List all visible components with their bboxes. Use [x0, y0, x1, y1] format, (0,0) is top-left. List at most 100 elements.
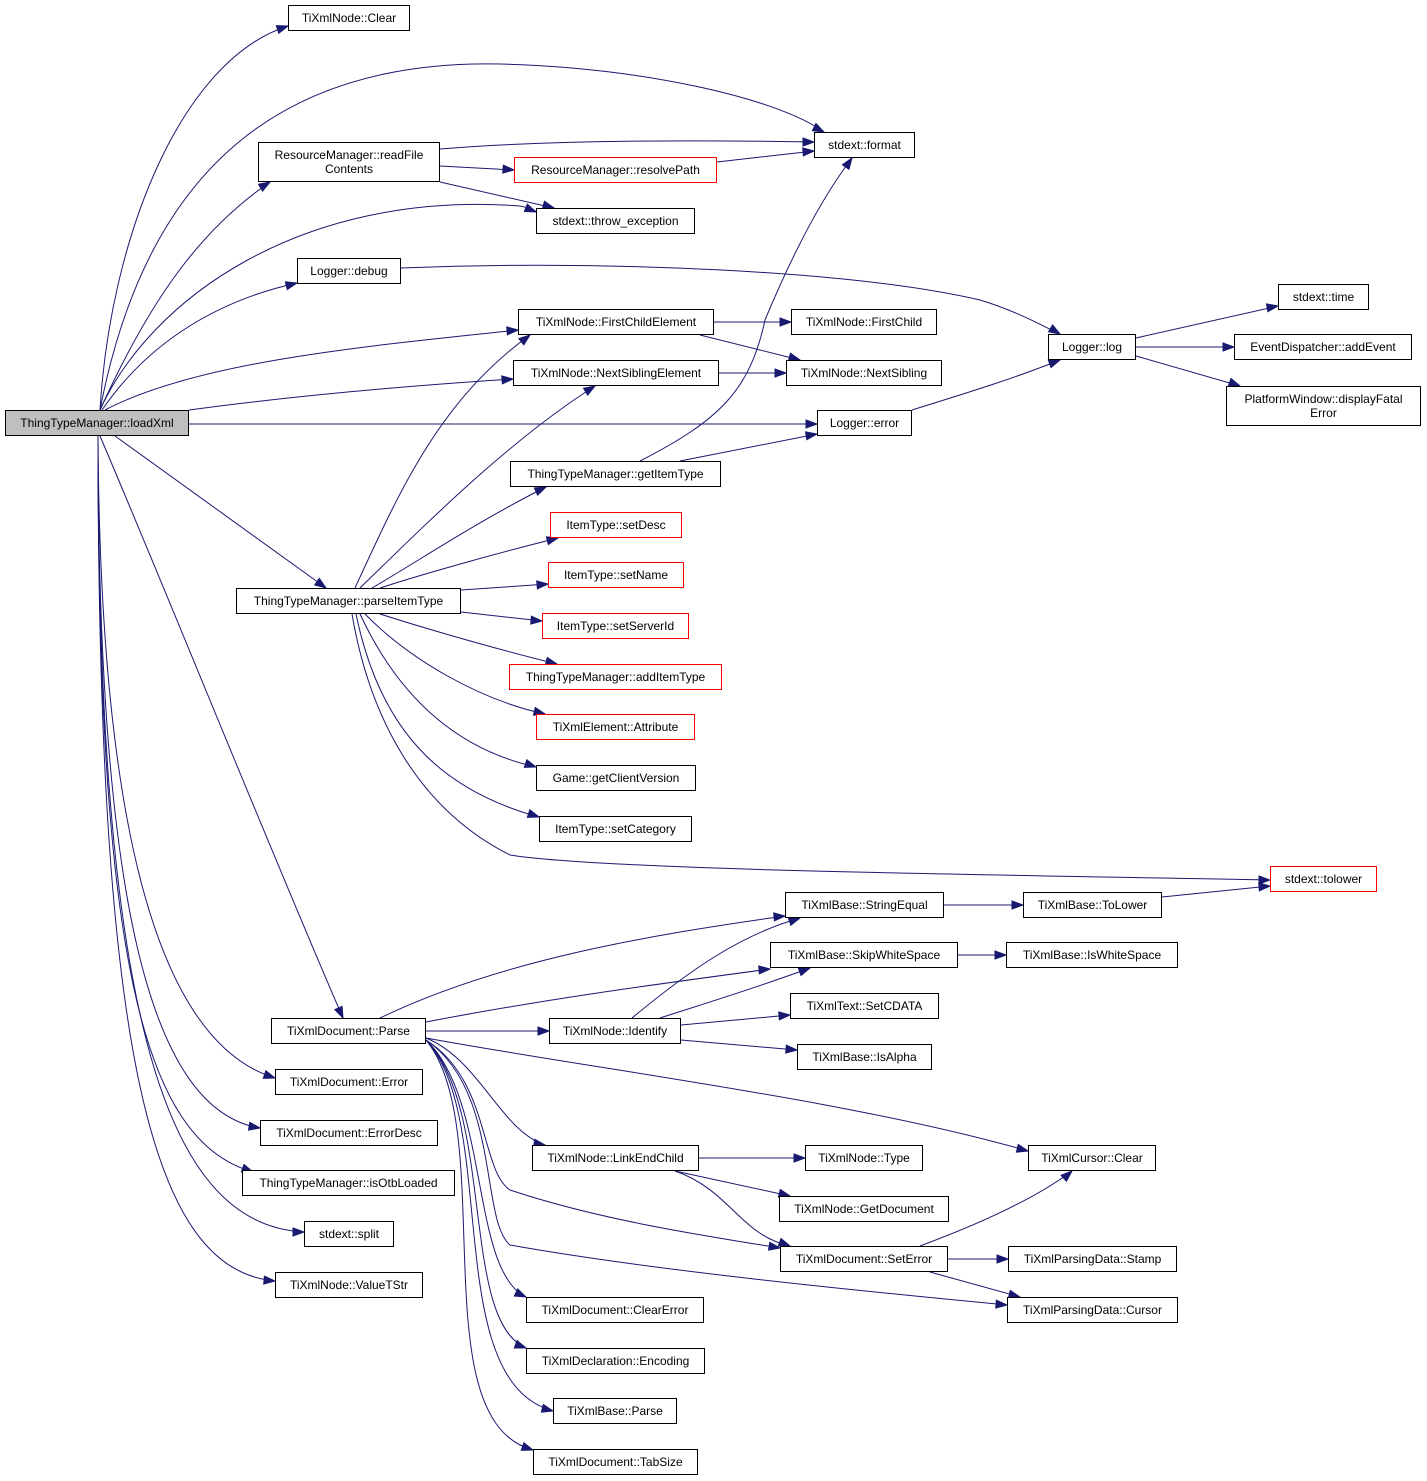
call-edge-arrowhead — [811, 122, 826, 133]
node-tixmlnode-firstchildelement[interactable]: TiXmlNode::FirstChildElement — [518, 309, 714, 335]
call-edge-arrowhead — [284, 281, 299, 291]
node-itemtype-setname[interactable]: ItemType::setName — [548, 562, 684, 588]
call-edge-arrowhead — [526, 808, 541, 818]
call-edge-arrowhead — [1258, 882, 1272, 892]
node-tixmlnode-firstchild[interactable]: TiXmlNode::FirstChild — [791, 309, 937, 335]
call-edge — [425, 1039, 1008, 1306]
node-tixmlcursor-clear[interactable]: TiXmlCursor::Clear — [1028, 1145, 1156, 1171]
call-edge-arrowhead — [506, 326, 520, 336]
call-edge — [97, 435, 305, 1233]
node-stdext-tolower[interactable]: stdext::tolower — [1270, 866, 1377, 892]
node-thingtypemanager-getitemtype[interactable]: ThingTypeManager::getItemType — [510, 461, 721, 487]
node-tixmlnode-nextsiblingelement[interactable]: TiXmlNode::NextSiblingElement — [513, 360, 719, 386]
node-tixmlbase-isalpha[interactable]: TiXmlBase::IsAlpha — [797, 1044, 932, 1070]
node-logger-log[interactable]: Logger::log — [1048, 334, 1136, 360]
node-tixmldocument-clearerror[interactable]: TiXmlDocument::ClearError — [526, 1297, 704, 1323]
node-itemtype-setcategory[interactable]: ItemType::setCategory — [539, 816, 692, 842]
call-edge-arrowhead — [787, 917, 802, 927]
call-edge-arrowhead — [777, 1237, 792, 1247]
call-edge-arrowhead — [502, 164, 516, 174]
call-edge — [354, 334, 531, 589]
call-edge — [97, 435, 276, 1079]
call-edge-arrowhead — [1227, 377, 1242, 387]
call-edge — [425, 1039, 527, 1298]
call-edge — [188, 378, 514, 411]
call-edge — [425, 1039, 554, 1412]
node-tixmlnode-nextsibling[interactable]: TiXmlNode::NextSibling — [786, 360, 942, 386]
call-edge-arrowhead — [313, 577, 328, 589]
node-tixmlbase-iswhitespace[interactable]: TiXmlBase::IsWhiteSpace — [1006, 942, 1178, 968]
call-edge — [97, 435, 254, 1173]
call-edge — [104, 329, 519, 411]
call-edge-arrowhead — [1060, 1170, 1074, 1183]
call-edge-arrowhead — [292, 1227, 306, 1237]
node-eventdispatcher-addevent[interactable]: EventDispatcher::addEvent — [1234, 334, 1412, 360]
node-tixmlnode-type[interactable]: TiXmlNode::Type — [805, 1145, 923, 1171]
node-resourcemanager-resolvepath[interactable]: ResourceManager::resolvePath — [514, 157, 717, 183]
call-edge-arrowhead — [778, 1011, 792, 1021]
call-edge — [929, 1271, 1021, 1298]
call-edge-arrowhead — [1047, 324, 1062, 335]
node-tixmldocument-parse[interactable]: TiXmlDocument::Parse — [271, 1018, 426, 1044]
call-edge-arrowhead — [513, 1287, 528, 1298]
call-edge-arrowhead — [333, 1005, 344, 1020]
node-tixmlbase-tolower[interactable]: TiXmlBase::ToLower — [1023, 892, 1162, 918]
node-tixmldocument-errordesc[interactable]: TiXmlDocument::ErrorDesc — [260, 1120, 438, 1146]
node-tixmlparsingdata-stamp[interactable]: TiXmlParsingData::Stamp — [1008, 1246, 1177, 1272]
node-itemtype-setserverid[interactable]: ItemType::setServerId — [542, 613, 689, 639]
node-platformwindow-displayfatalerror[interactable]: PlatformWindow::displayFatal Error — [1226, 386, 1421, 426]
call-edge — [364, 613, 546, 715]
node-stdext-format[interactable]: stdext::format — [814, 132, 915, 158]
node-tixmlbase-stringequal[interactable]: TiXmlBase::StringEqual — [785, 892, 944, 918]
call-edge-arrowhead — [1015, 1143, 1030, 1153]
node-tixmlnode-clear[interactable]: TiXmlNode::Clear — [288, 5, 410, 31]
call-edge-arrowhead — [779, 317, 793, 327]
call-edge — [101, 282, 298, 411]
node-thingtypemanager-additemtype[interactable]: ThingTypeManager::addItemType — [509, 664, 722, 690]
call-edge — [355, 613, 540, 818]
node-tixmlbase-parse[interactable]: TiXmlBase::Parse — [553, 1398, 677, 1424]
call-edge-arrowhead — [785, 1044, 799, 1054]
node-game-getclientversion[interactable]: Game::getClientVersion — [536, 765, 696, 791]
node-tixmldocument-error[interactable]: TiXmlDocument::Error — [275, 1069, 423, 1095]
call-edge-arrowhead — [758, 965, 772, 975]
node-tixmldocument-seterror[interactable]: TiXmlDocument::SetError — [780, 1246, 948, 1272]
node-logger-error[interactable]: Logger::error — [817, 410, 912, 436]
node-tixmlnode-valuetstr[interactable]: TiXmlNode::ValueTStr — [275, 1272, 423, 1298]
call-edge — [1135, 305, 1279, 339]
call-edge-arrowhead — [804, 431, 819, 441]
node-tixmlnode-getdocument[interactable]: TiXmlNode::GetDocument — [779, 1196, 949, 1222]
node-tixmlnode-identify[interactable]: TiXmlNode::Identify — [549, 1018, 681, 1044]
call-edge-arrowhead — [523, 758, 538, 768]
call-edge-arrowhead — [263, 1275, 277, 1285]
node-tixmlelement-attribute[interactable]: TiXmlElement::Attribute — [536, 714, 695, 740]
node-tixmldeclaration-encoding[interactable]: TiXmlDeclaration::Encoding — [526, 1348, 705, 1374]
node-resourcemanager-readfilecontents[interactable]: ResourceManager::readFile Contents — [258, 142, 440, 182]
node-tixmlbase-skipwhitespace[interactable]: TiXmlBase::SkipWhiteSpace — [770, 942, 958, 968]
call-edge-arrowhead — [520, 1441, 535, 1451]
node-stdext-throw-exception[interactable]: stdext::throw_exception — [536, 208, 695, 234]
call-edge-arrowhead — [995, 1299, 1009, 1309]
call-edge — [680, 1039, 798, 1051]
node-tixmlparsingdata-cursor[interactable]: TiXmlParsingData::Cursor — [1007, 1297, 1178, 1323]
node-stdext-time[interactable]: stdext::time — [1278, 284, 1369, 310]
call-edge — [379, 613, 558, 665]
node-thingtypemanager-isotbloaded[interactable]: ThingTypeManager::isOtbLoaded — [242, 1170, 455, 1196]
node-stdext-split[interactable]: stdext::split — [304, 1221, 394, 1247]
call-edge-arrowhead — [275, 25, 290, 35]
call-edge — [97, 435, 261, 1129]
call-edge-arrowhead — [1258, 875, 1272, 885]
call-edge-arrowhead — [797, 967, 812, 977]
call-edge — [351, 613, 1271, 881]
node-tixmlnode-linkendchild[interactable]: TiXmlNode::LinkEndChild — [532, 1145, 699, 1171]
call-edge-arrowhead — [773, 912, 787, 922]
node-thingtypemanager-parseitemtype[interactable]: ThingTypeManager::parseItemType — [236, 588, 461, 614]
call-edge-arrowhead — [1265, 303, 1280, 313]
node-thingtypemanager-loadxml[interactable]: ThingTypeManager::loadXml — [5, 410, 189, 436]
node-tixmltext-setcdata[interactable]: TiXmlText::SetCDATA — [790, 993, 939, 1019]
node-itemtype-setdesc[interactable]: ItemType::setDesc — [550, 512, 682, 538]
call-edge — [460, 583, 549, 591]
node-tixmldocument-tabsize[interactable]: TiXmlDocument::TabSize — [533, 1449, 698, 1475]
call-edge — [911, 359, 1061, 411]
node-logger-debug[interactable]: Logger::debug — [297, 258, 401, 284]
